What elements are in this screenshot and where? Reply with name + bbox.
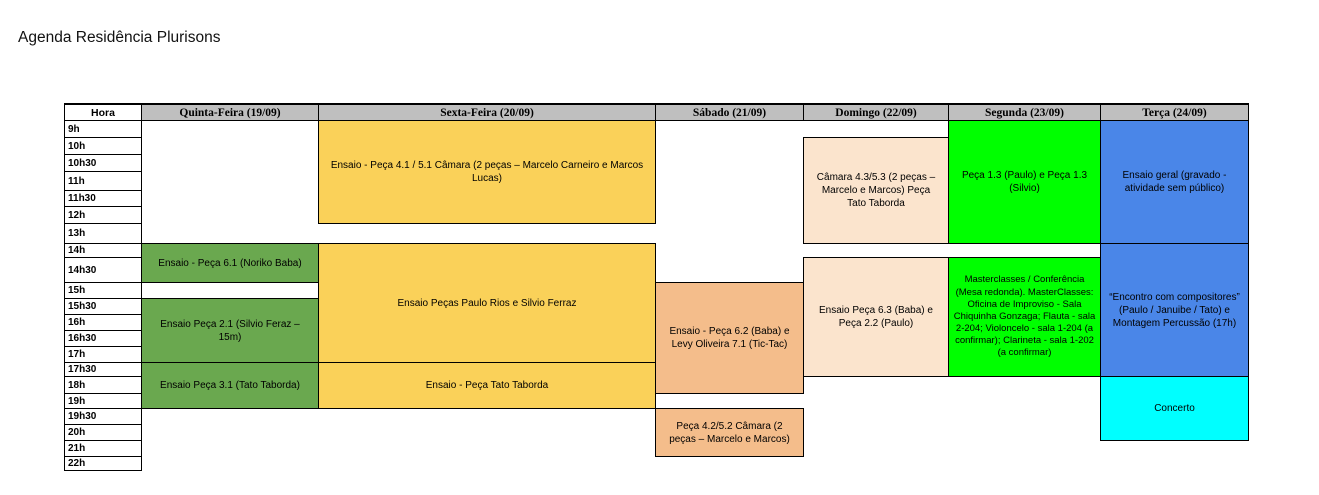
time-cell: 17h30	[64, 362, 142, 377]
event-block: “Encontro com compositores” (Paulo / Jan…	[1100, 243, 1249, 377]
event-block: Ensaio - Peça 6.2 (Baba) e Levy Oliveira…	[655, 282, 804, 394]
day-header: Segunda (23/09)	[948, 103, 1101, 121]
time-cell: 15h30	[64, 298, 142, 315]
time-cell: 11h30	[64, 190, 142, 207]
event-block: Ensaio geral (gravado - atividade sem pú…	[1100, 120, 1249, 244]
event-block: Câmara 4.3/5.3 (2 peças – Marcelo e Marc…	[803, 137, 949, 244]
event-block: Ensaio - Peça 6.1 (Noriko Baba)	[141, 243, 319, 283]
event-block: Ensaio Peça 6.3 (Baba) e Peça 2.2 (Paulo…	[803, 257, 949, 377]
time-cell: 18h	[64, 376, 142, 394]
day-header: Sábado (21/09)	[655, 103, 804, 121]
time-cell: 17h	[64, 346, 142, 363]
hour-column-header: Hora	[64, 103, 142, 121]
time-cell: 16h30	[64, 330, 142, 347]
time-cell: 21h	[64, 440, 142, 457]
day-header: Quinta-Feira (19/09)	[141, 103, 319, 121]
time-cell: 10h	[64, 137, 142, 155]
time-cell: 10h30	[64, 154, 142, 172]
time-cell: 20h	[64, 424, 142, 441]
time-cell: 11h	[64, 171, 142, 191]
time-cell: 14h30	[64, 257, 142, 283]
time-cell: 14h	[64, 243, 142, 258]
time-cell: 12h	[64, 206, 142, 224]
page-title: Agenda Residência Plurisons	[18, 29, 221, 46]
day-header: Sexta-Feira (20/09)	[318, 103, 656, 121]
time-cell: 16h	[64, 314, 142, 331]
time-cell: 15h	[64, 282, 142, 299]
event-block: Ensaio Peça 3.1 (Tato Taborda)	[141, 362, 319, 409]
time-cell: 22h	[64, 456, 142, 471]
event-block: Ensaio - Peça Tato Taborda	[318, 362, 656, 409]
event-block: Peça 1.3 (Paulo) e Peça 1.3 (Silvio)	[948, 120, 1101, 244]
time-cell: 13h	[64, 223, 142, 244]
time-cell: 19h	[64, 393, 142, 409]
event-block: Peça 4.2/5.2 Câmara (2 peças – Marcelo e…	[655, 408, 804, 457]
day-header: Terça (24/09)	[1100, 103, 1249, 121]
event-block: Ensaio Peças Paulo Rios e Silvio Ferraz	[318, 243, 656, 363]
event-block: Ensaio Peça 2.1 (Silvio Feraz –15m)	[141, 298, 319, 363]
event-block: Ensaio - Peça 4.1 / 5.1 Câmara (2 peças …	[318, 120, 656, 224]
event-block: Concerto	[1100, 376, 1249, 441]
day-header: Domingo (22/09)	[803, 103, 949, 121]
event-block: Masterclasses / Conferência (Mesa redond…	[948, 257, 1101, 377]
time-cell: 19h30	[64, 408, 142, 425]
time-cell: 9h	[64, 120, 142, 138]
